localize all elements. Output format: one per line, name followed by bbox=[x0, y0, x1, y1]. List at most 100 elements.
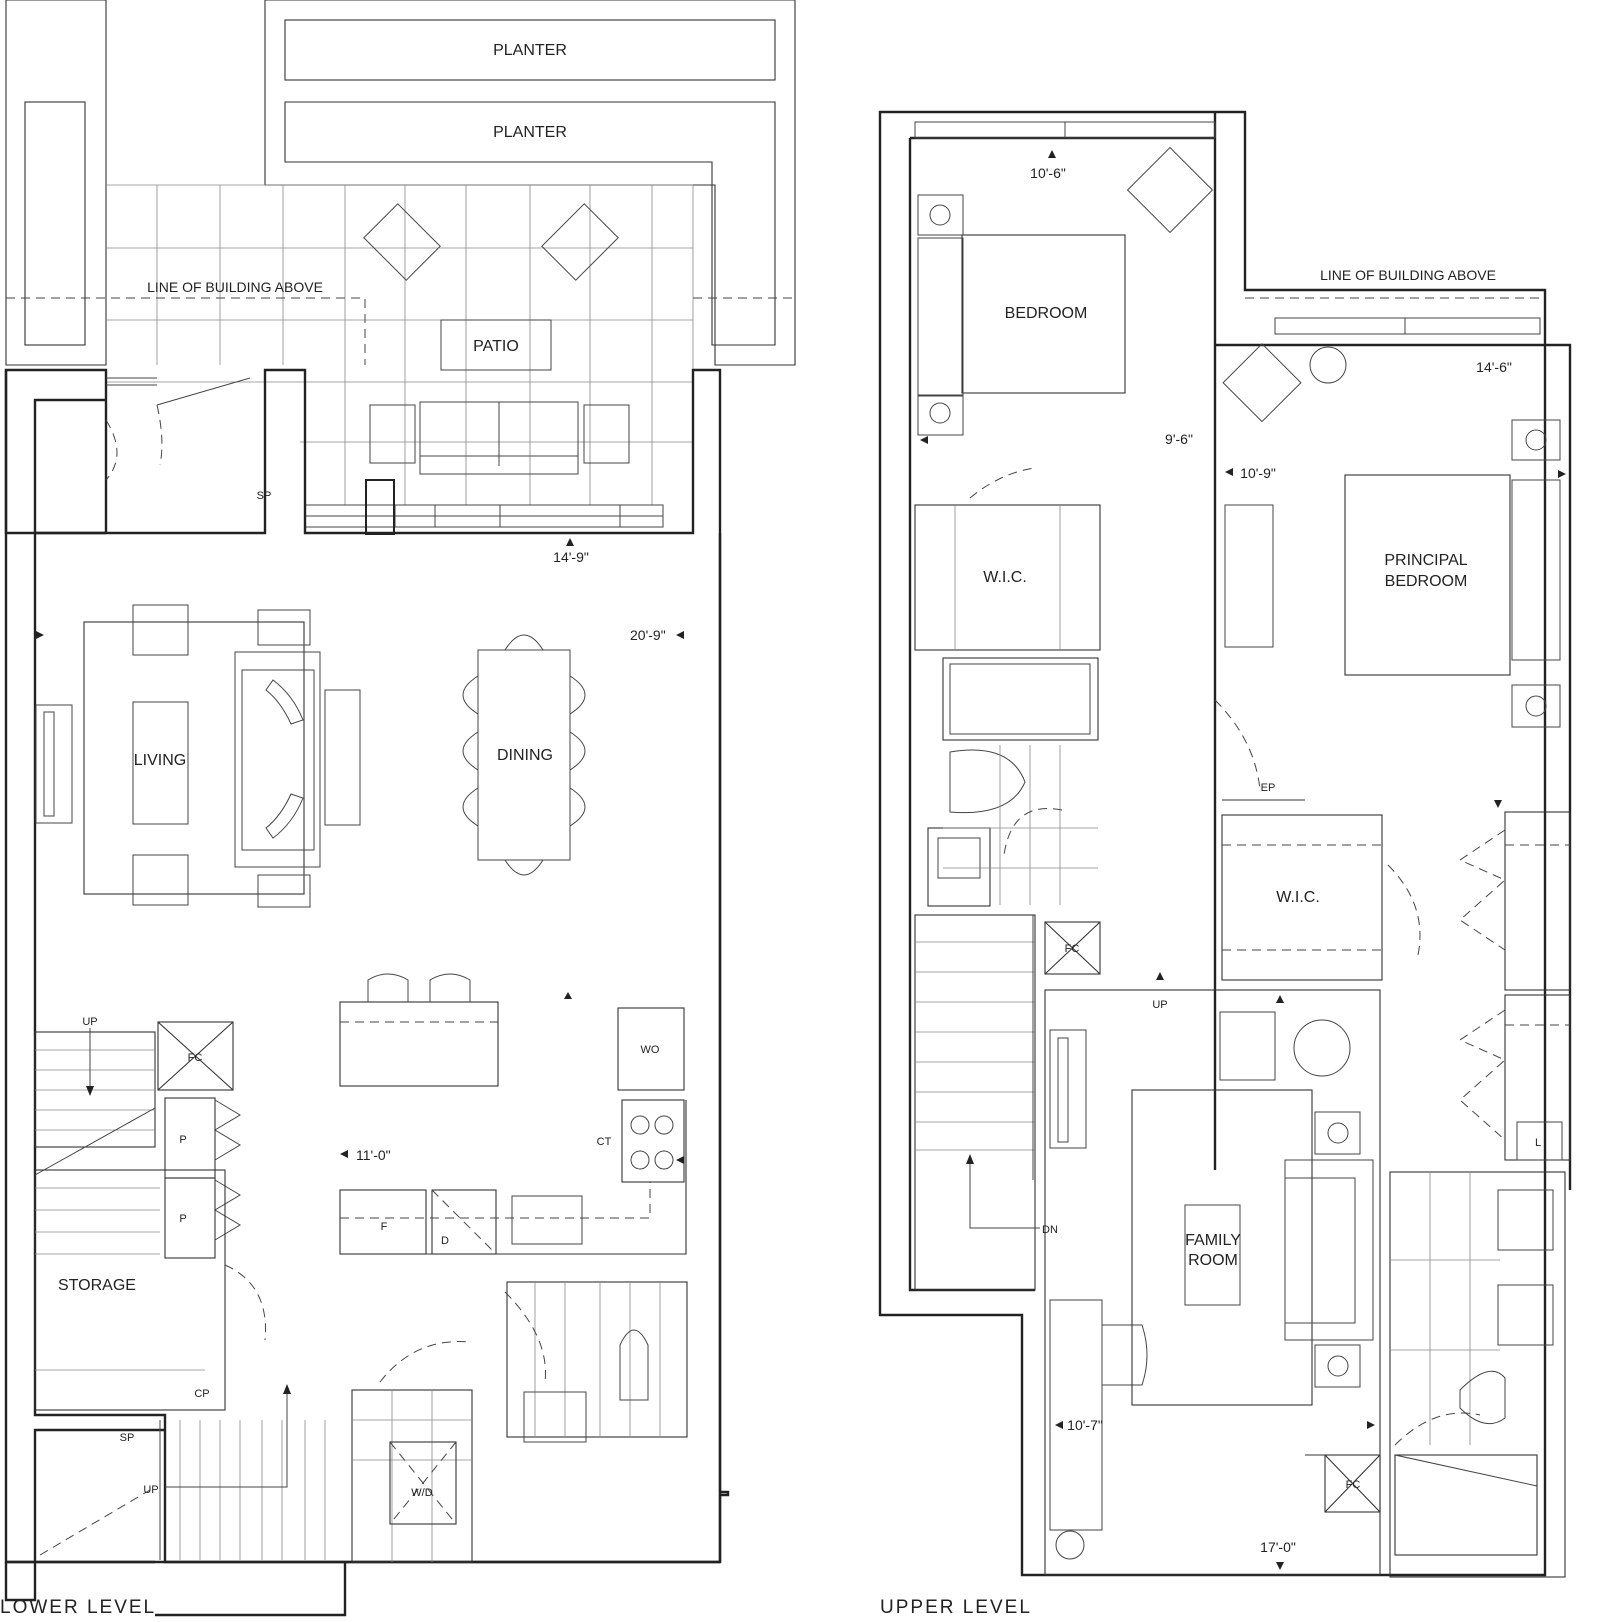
wic-label-2: W.I.C. bbox=[1276, 889, 1320, 906]
ensuite-bath bbox=[1389, 1171, 1566, 1578]
patio-table bbox=[440, 319, 552, 371]
family-label-2: ROOM bbox=[1188, 1252, 1238, 1269]
wall-oven bbox=[617, 1007, 685, 1091]
powder-sink bbox=[523, 1391, 587, 1443]
dim-principal-length: 10'-9" bbox=[1240, 465, 1276, 481]
building-line-left bbox=[6, 297, 366, 365]
desk-chair bbox=[1101, 1324, 1148, 1386]
patio-door[interactable] bbox=[106, 377, 251, 466]
upper-bath-1 bbox=[927, 657, 1099, 907]
dim-bedroom-width: 10'-6" bbox=[1030, 165, 1066, 181]
principal-label-2: BEDROOM bbox=[1385, 573, 1468, 590]
dishwasher-label: D bbox=[441, 1235, 449, 1247]
wic-1 bbox=[914, 504, 1101, 651]
down-label: DN bbox=[1042, 1224, 1058, 1236]
service-panel-label-1: SP bbox=[257, 490, 272, 502]
upper-level-labels: BEDROOM PRINCIPAL BEDROOM W.I.C. W.I.C. … bbox=[880, 165, 1541, 1618]
upper-level-title: UPPER LEVEL bbox=[880, 1597, 1032, 1618]
fan-coil-label-lower: FC bbox=[188, 1052, 203, 1064]
pantry-label-1: P bbox=[179, 1134, 186, 1146]
dim-bedroom-length: 9'-6" bbox=[1165, 431, 1193, 447]
lower-exterior-wall bbox=[4, 368, 730, 1564]
living-label: LIVING bbox=[134, 752, 186, 769]
living-furniture bbox=[35, 604, 361, 908]
dining-label: DINING bbox=[497, 747, 553, 764]
fan-coil-label-upper-2: FC bbox=[1346, 1479, 1361, 1491]
living-sofa bbox=[234, 651, 321, 868]
family-coffee-table bbox=[1184, 1204, 1241, 1306]
wic-2 bbox=[1221, 814, 1383, 981]
bedroom-label: BEDROOM bbox=[1005, 305, 1088, 322]
dining-table bbox=[477, 649, 571, 861]
up-label-upper: UP bbox=[1152, 999, 1167, 1011]
coat-closet-label: CP bbox=[194, 1388, 209, 1400]
principal-bedroom bbox=[1214, 317, 1561, 981]
vanity-1 bbox=[927, 827, 991, 907]
patio-guard bbox=[304, 479, 664, 535]
dim-kitchen-width: 11'-0" bbox=[356, 1147, 391, 1163]
family-tv bbox=[1049, 1029, 1087, 1149]
principal-closets bbox=[1458, 811, 1571, 1161]
lower-stair bbox=[34, 1021, 234, 1176]
dim-family-length: 17'-0" bbox=[1260, 1539, 1296, 1555]
wall-oven-label: WO bbox=[641, 1044, 660, 1056]
laundry-room bbox=[351, 1341, 473, 1563]
patio-furniture bbox=[363, 203, 630, 475]
principal-label-1: PRINCIPAL bbox=[1384, 552, 1467, 569]
wic-label-1: W.I.C. bbox=[983, 569, 1027, 586]
lower-level-title: LOWER LEVEL bbox=[0, 1597, 156, 1618]
patio-tiles bbox=[106, 184, 694, 505]
coffee-table bbox=[132, 701, 189, 825]
bedroom-1 bbox=[914, 121, 1216, 651]
pantries bbox=[164, 1097, 241, 1259]
kitchen-counters bbox=[339, 1007, 687, 1255]
living-rug bbox=[83, 621, 305, 895]
cooktop-label: CT bbox=[597, 1136, 612, 1148]
tv-console bbox=[35, 704, 73, 824]
family-rug bbox=[1131, 1089, 1313, 1406]
fan-coil-lower bbox=[157, 1021, 234, 1091]
service-panel-label-2: SP bbox=[120, 1432, 135, 1444]
family-room bbox=[1044, 989, 1381, 1576]
family-sofa bbox=[1284, 1159, 1374, 1341]
family-label-1: FAMILY bbox=[1185, 1232, 1241, 1249]
dim-patio-width: 14'-9" bbox=[553, 549, 589, 565]
washer-dryer-label: W/D bbox=[411, 1487, 432, 1499]
bed-1 bbox=[961, 234, 1126, 394]
lower-level-labels: PLANTER PLANTER LINE OF BUILDING ABOVE P… bbox=[0, 42, 666, 1618]
dim-family-width: 10'-7" bbox=[1067, 1417, 1103, 1433]
bathtub-1 bbox=[942, 657, 1099, 741]
planter-label-2: PLANTER bbox=[493, 124, 567, 141]
ensuite-sink-1 bbox=[1497, 1189, 1554, 1251]
kitchen-sink bbox=[511, 1195, 583, 1245]
ensuite-toilet bbox=[1459, 1370, 1506, 1425]
pantry-label-2: P bbox=[179, 1213, 186, 1225]
building-line-label-upper: LINE OF BUILDING ABOVE bbox=[1320, 267, 1496, 283]
closet-door-arc bbox=[105, 419, 118, 481]
shower bbox=[1394, 1454, 1538, 1556]
linen-closet bbox=[1516, 1121, 1563, 1161]
bed-principal bbox=[1344, 474, 1511, 676]
upper-stair bbox=[914, 914, 1101, 1291]
dresser bbox=[1224, 504, 1274, 648]
dim-living-length: 20'-9" bbox=[630, 627, 666, 643]
up-entry-label: UP bbox=[143, 1484, 158, 1496]
linen-label: L bbox=[1535, 1137, 1541, 1149]
planter-label-1: PLANTER bbox=[493, 42, 567, 59]
storage-room bbox=[34, 1169, 266, 1411]
up-stair-label: UP bbox=[82, 1016, 97, 1028]
upper-level-plan bbox=[878, 110, 1572, 1578]
powder-room bbox=[504, 1281, 688, 1443]
dining-furniture bbox=[462, 634, 586, 876]
kitchen-island bbox=[339, 973, 499, 1087]
planter-1 bbox=[284, 19, 776, 81]
fridge-label: F bbox=[381, 1221, 388, 1233]
patio-label: PATIO bbox=[473, 338, 519, 355]
entry-stair bbox=[39, 1384, 326, 1560]
electrical-panel-label: EP bbox=[1261, 782, 1276, 794]
upper-exterior-wall bbox=[878, 110, 1547, 1577]
washer-dryer bbox=[389, 1441, 457, 1525]
fan-coil-label-upper-1: FC bbox=[1065, 943, 1080, 955]
toilet-1 bbox=[949, 749, 1026, 814]
